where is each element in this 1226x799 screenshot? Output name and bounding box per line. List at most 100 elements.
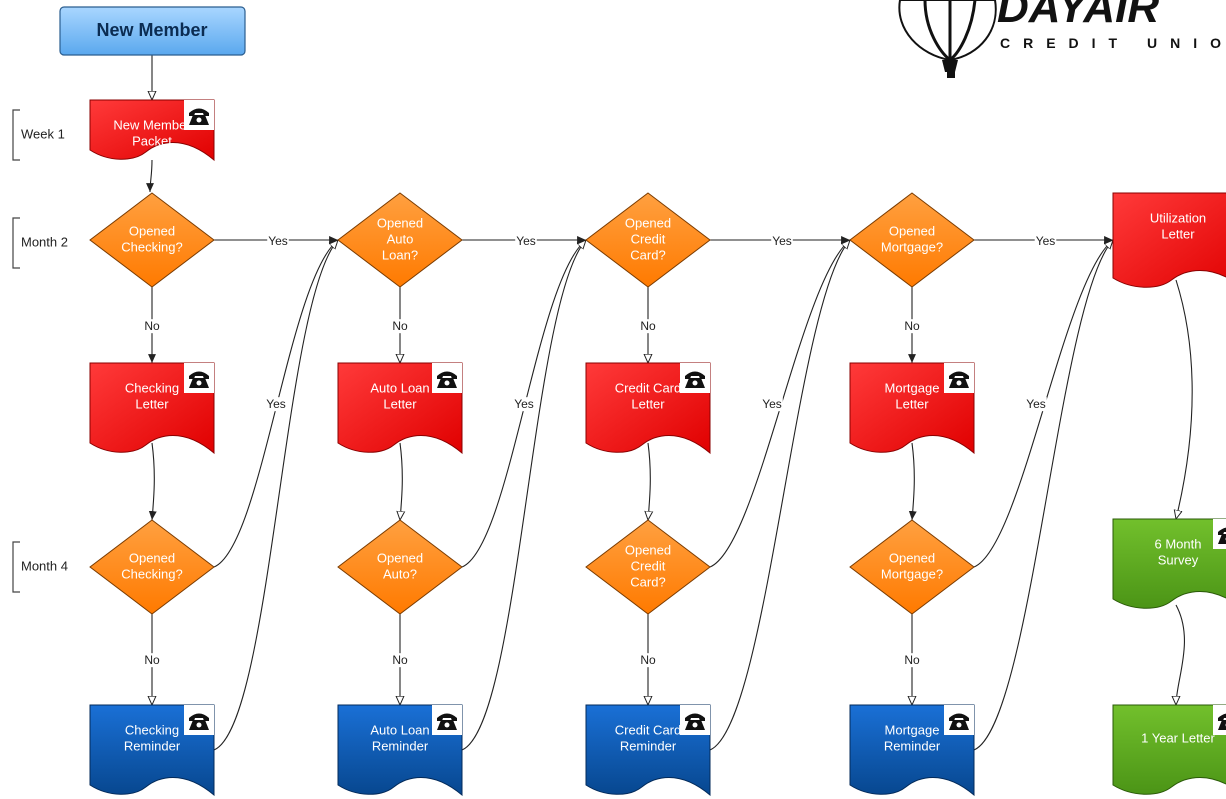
phone-icon [1213, 705, 1226, 735]
logo-brand: DAYAIR [997, 0, 1159, 32]
phone-icon [432, 705, 462, 735]
edge-reminder-loop [709, 240, 850, 751]
node-label-line: Mortgage? [881, 566, 943, 581]
node-label-line: Opened [129, 223, 175, 238]
phone-icon [944, 363, 974, 393]
node-label-line: Mortgage [885, 380, 940, 395]
one-year-letter: 1 Year Letter [1112, 704, 1226, 795]
edge-letter-decision [400, 442, 402, 520]
node-label-line: Card? [630, 574, 665, 589]
node-label-line: Reminder [620, 738, 677, 753]
edge-label-no: No [392, 653, 408, 667]
edge-reminder-loop [213, 240, 338, 751]
node-label-line: Credit Card [615, 722, 681, 737]
edge-utilization-survey [1176, 279, 1193, 519]
node-label-line: Checking [125, 722, 179, 737]
node-label-line: Letter [631, 396, 665, 411]
phase-label: Month 4 [21, 558, 68, 573]
node-label-line: 6 Month [1155, 536, 1202, 551]
phone-icon [1213, 519, 1226, 549]
node-label-line: Checking [125, 380, 179, 395]
node-label-line: Opened [377, 550, 423, 565]
edge-label-no: No [144, 319, 160, 333]
node-label-line: Letter [383, 396, 417, 411]
phone-icon [432, 363, 462, 393]
node-label-line: Checking? [121, 566, 182, 581]
start-new-member: New Member [59, 6, 246, 56]
dayair-logo: DAYAIR CREDIT UNION [898, 0, 1226, 78]
phase-label: Month 2 [21, 234, 68, 249]
node-label-line: Mortgage? [881, 239, 943, 254]
phase-bracket: Month 4 [12, 541, 68, 593]
edge-label-yes: Yes [516, 234, 536, 248]
edge-reminder-loop [973, 240, 1113, 751]
node-label-line: Opened [889, 550, 935, 565]
edge-label-no: No [640, 653, 656, 667]
edge-label-no: No [904, 653, 920, 667]
node-label-line: Opened [625, 542, 671, 557]
phone-icon [944, 705, 974, 735]
node-label-line: Checking? [121, 239, 182, 254]
edge-letter-decision [648, 442, 650, 520]
node-label-line: Reminder [884, 738, 941, 753]
node-label-line: Letter [1161, 226, 1195, 241]
phone-icon [184, 100, 214, 130]
edge-label-no: No [904, 319, 920, 333]
node-label-line: Opened [889, 223, 935, 238]
start-label: New Member [96, 20, 207, 40]
edge-label-yes: Yes [514, 397, 534, 411]
phase-bracket-layer: Week 1 Month 2 Month 4 [12, 109, 68, 593]
node-label-line: Opened [377, 215, 423, 230]
node-label-line: Loan? [382, 247, 418, 262]
node-label-line: Packet [132, 133, 172, 148]
phase-bracket: Week 1 [12, 109, 65, 161]
node-label-line: Auto [387, 231, 414, 246]
node-label-line: Auto Loan [370, 722, 429, 737]
edge-survey-year [1176, 604, 1185, 705]
node-label-line: Opened [625, 215, 671, 230]
node-label-line: Auto? [383, 566, 417, 581]
balloon-icon [898, 0, 997, 62]
phase-label: Week 1 [21, 126, 65, 141]
node-label-line: New Member [113, 117, 191, 132]
edge-label-yes: Yes [1036, 234, 1056, 248]
edge-label-yes: Yes [268, 234, 288, 248]
node-label-line: Credit Card [615, 380, 681, 395]
phone-icon [184, 705, 214, 735]
logo-subtitle: CREDIT UNION [1000, 35, 1226, 51]
node-label-line: Survey [1158, 552, 1199, 567]
edge-packet-decision [146, 159, 154, 193]
edge-label-yes: Yes [772, 234, 792, 248]
node-label-line: Letter [895, 396, 929, 411]
node-label-line: Auto Loan [370, 380, 429, 395]
edge-label-no: No [144, 653, 160, 667]
node-label-line: Letter [135, 396, 169, 411]
phase-bracket: Month 2 [12, 217, 68, 269]
edge-label-yes: Yes [1026, 397, 1046, 411]
node-label-line: 1 Year Letter [1141, 730, 1215, 745]
edge-letter-decision [908, 442, 917, 521]
node-label-line: Utilization [1150, 210, 1206, 225]
node-label-line: Card? [630, 247, 665, 262]
phone-icon [680, 363, 710, 393]
